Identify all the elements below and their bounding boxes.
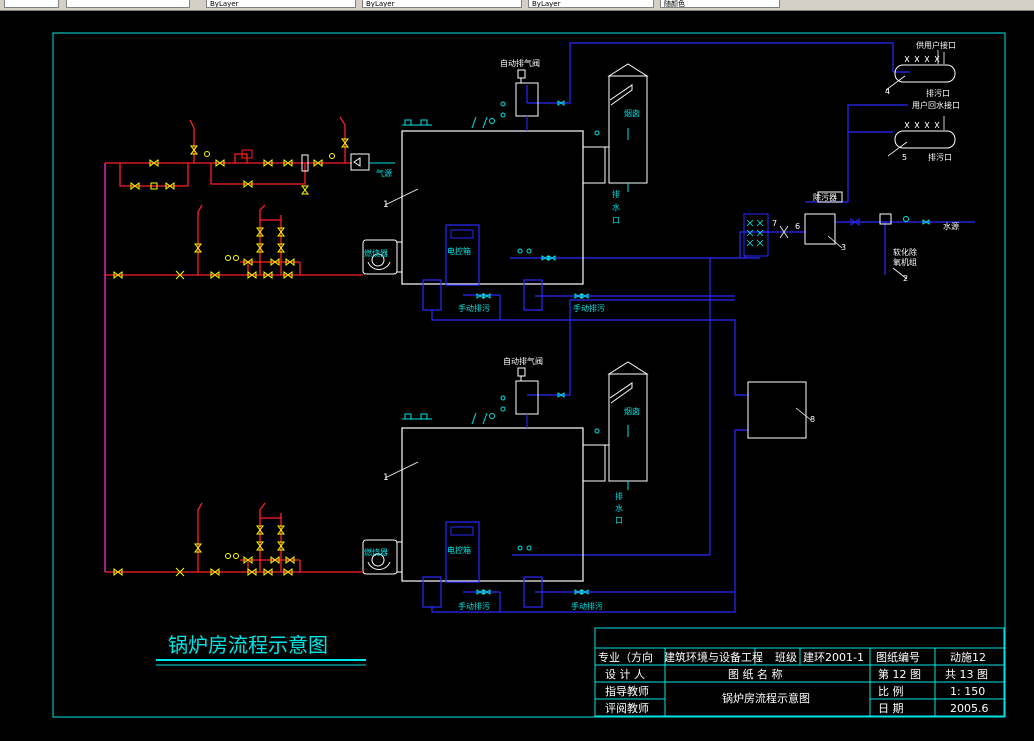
drain-1-label: 排 水 口	[612, 189, 620, 225]
chimney-2-label: 烟囱	[624, 406, 640, 416]
item-8-callout: 8	[810, 415, 815, 424]
layer-name-dropdown[interactable]	[66, 0, 190, 8]
tb-scale-value: 1: 150	[950, 685, 985, 698]
blowdown-1a-label: 手动排污	[458, 303, 490, 313]
return-header	[887, 130, 956, 157]
tb-drawing-name-value: 锅炉房流程示意图	[722, 691, 810, 705]
tb-drawing-no-label: 图纸编号	[876, 650, 920, 664]
auto-vent-1-label: 自动排气阀	[500, 58, 540, 68]
auto-vent-2	[515, 380, 539, 415]
control-box-1	[445, 224, 480, 286]
tb-class-value: 建环2001-1	[803, 650, 864, 664]
boiler-1[interactable]	[401, 130, 584, 285]
dirt-separator-label: 除污器	[813, 192, 837, 202]
tb-advisor-label: 指导教师	[605, 684, 649, 698]
svg-text:水: 水	[612, 202, 620, 212]
lineweight-dropdown[interactable]: ByLayer	[528, 0, 654, 8]
boiler-2[interactable]	[401, 427, 584, 582]
burner-1	[362, 239, 403, 275]
dirt-separator	[817, 191, 843, 203]
auto-vent-2-label: 自动排气阀	[503, 356, 543, 366]
sewage-1-label: 排污口	[926, 88, 950, 98]
drawing-title: 锅炉房流程示意图	[168, 633, 328, 657]
svg-text:软化除: 软化除	[893, 247, 917, 257]
control-box-1-label: 电控箱	[447, 246, 471, 256]
tank-callout: 3	[841, 243, 846, 252]
boiler-room-diagram: 1 自动排气阀 烟囱 排 水 口 电控箱 手动排污 手动排污	[52, 32, 1006, 718]
item-6-callout: 6	[795, 222, 800, 231]
tb-total-label: 共 13 图	[945, 668, 988, 681]
return-header-callout: 5	[902, 153, 907, 162]
gas-pipes	[104, 116, 363, 573]
return-user-label: 用户回水接口	[912, 100, 960, 110]
drain-2-label: 排 水 口	[615, 491, 623, 525]
softener-unit	[879, 213, 892, 225]
blowdown-2a-label: 手动排污	[458, 601, 490, 611]
tb-scale-label: 比 例	[878, 684, 904, 698]
tb-date-value: 2005.6	[950, 702, 989, 715]
softener-callout: 2	[903, 274, 908, 283]
tb-major-label: 专业（方向	[598, 650, 653, 664]
svg-text:水: 水	[615, 503, 623, 513]
tb-reviewer-label: 评阅教师	[605, 702, 649, 715]
chimney-1-label: 烟囱	[624, 108, 640, 118]
supply-header-callout: 4	[885, 87, 890, 96]
chimney-1	[582, 63, 649, 184]
svg-text:排: 排	[612, 189, 620, 199]
title-block	[594, 627, 1005, 717]
gas-valves	[113, 138, 349, 576]
burner-1-label: 燃烧器	[364, 248, 388, 258]
tb-sheet-label: 第 12 图	[878, 667, 921, 681]
burner-2	[362, 539, 403, 575]
drawing-border	[52, 32, 1006, 718]
water-pipes	[431, 42, 975, 613]
layer-dropdown[interactable]	[4, 0, 59, 8]
svg-text:口: 口	[612, 216, 620, 225]
circulating-pumps	[743, 213, 769, 257]
color-dropdown[interactable]: ByLayer	[206, 0, 356, 8]
softener-label: 软化除 氧机组	[893, 247, 917, 267]
svg-text:氧机组: 氧机组	[893, 257, 917, 267]
plotstyle-dropdown[interactable]: 随颜色	[660, 0, 780, 8]
water-tank	[804, 213, 836, 245]
chimney-2	[582, 361, 649, 482]
svg-text:排: 排	[615, 491, 623, 501]
svg-text:口: 口	[615, 516, 623, 525]
supply-header	[885, 64, 956, 91]
tb-designer-label: 设 计 人	[605, 668, 645, 681]
supply-user-label: 供用户接口	[916, 40, 956, 50]
tb-date-label: 日 期	[878, 702, 904, 715]
blowdown-1b-label: 手动排污	[573, 303, 605, 313]
control-box-2	[445, 521, 480, 583]
properties-toolbar: ByLayer ByLayer ByLayer 随颜色	[0, 0, 1034, 11]
boiler-2-callout: 1	[383, 473, 389, 483]
pump-callout: 7	[772, 219, 777, 228]
drawing-canvas[interactable]: 1 自动排气阀 烟囱 排 水 口 电控箱 手动排污 手动排污	[0, 10, 1034, 737]
control-box-2-label: 电控箱	[447, 545, 471, 555]
linetype-dropdown[interactable]: ByLayer	[362, 0, 522, 8]
sewage-tank	[747, 381, 807, 439]
blowdown-2b-label: 手动排污	[571, 601, 603, 611]
water-source-label: 水源	[943, 221, 959, 231]
tb-drawing-name-label: 图 纸 名 称	[728, 667, 783, 681]
tb-major-value: 建筑环境与设备工程	[664, 650, 763, 664]
gas-meter	[350, 153, 370, 171]
boiler-1-callout: 1	[383, 200, 389, 210]
sewage-2-label: 排污口	[928, 152, 952, 162]
burner-2-label: 燃烧器	[364, 547, 388, 557]
tb-class-label: 班级	[775, 651, 797, 664]
tb-drawing-no-value: 动施12	[950, 651, 986, 664]
gas-source-label: 气源	[376, 168, 392, 178]
